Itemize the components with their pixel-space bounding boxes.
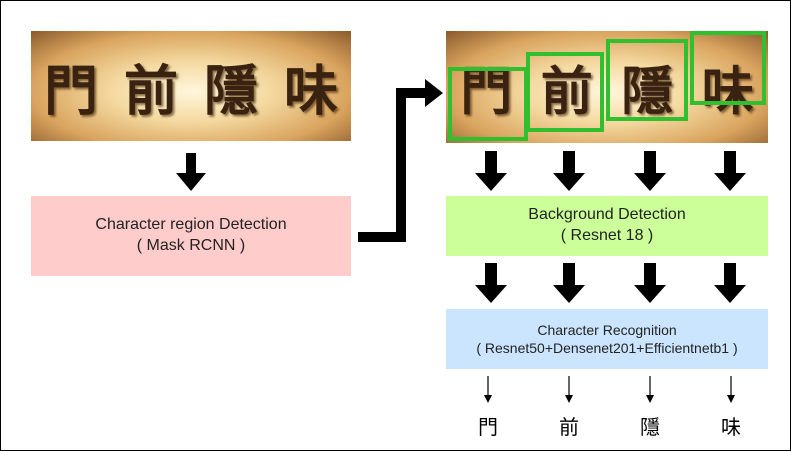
arrow-row-1 bbox=[475, 151, 746, 191]
detection-box-2 bbox=[526, 52, 604, 132]
arrow-row-2 bbox=[475, 263, 746, 303]
arrow-down-1a bbox=[475, 151, 507, 191]
character-recognition-title: Character Recognition bbox=[537, 321, 677, 338]
output-char-3: 隱 bbox=[640, 415, 660, 439]
arrow-down-1d bbox=[714, 151, 746, 191]
region-detection-box: Character region Detection ( Mask RCNN ) bbox=[31, 196, 351, 276]
arrow-down-2c bbox=[634, 263, 666, 303]
detected-photo-char-2: 前 bbox=[540, 62, 593, 123]
arrow-down-1c bbox=[634, 151, 666, 191]
arrow-connector-head bbox=[425, 79, 443, 107]
detected-photo: 門 前 隱 味 bbox=[446, 31, 768, 143]
detection-box-4 bbox=[690, 31, 766, 105]
background-detection-box: Background Detection ( Resnet 18 ) bbox=[446, 196, 768, 256]
detection-box-3 bbox=[606, 39, 688, 121]
detected-photo-char-3: 隱 bbox=[621, 62, 674, 123]
character-recognition-box: Character Recognition ( Resnet50+Densene… bbox=[446, 309, 768, 369]
background-detection-title: Background Detection bbox=[528, 206, 686, 224]
input-photo: 門 前 隱 味 bbox=[31, 31, 351, 141]
arrow-down-photo-to-region bbox=[176, 153, 206, 191]
region-detection-model: ( Mask RCNN ) bbox=[136, 237, 246, 254]
output-char-2: 前 bbox=[559, 415, 579, 439]
background-detection-model: ( Resnet 18 ) bbox=[560, 227, 654, 244]
detected-photo-char-1: 門 bbox=[460, 62, 513, 123]
arrow-row-3 bbox=[484, 376, 735, 403]
arrow-down-2b bbox=[553, 263, 585, 303]
photo-char-4: 味 bbox=[284, 59, 338, 123]
photo-char-2: 前 bbox=[124, 59, 178, 123]
arrow-connector-line bbox=[358, 88, 429, 242]
arrow-down-2d bbox=[714, 263, 746, 303]
region-detection-title: Character region Detection bbox=[95, 216, 287, 234]
arrow-down-2a bbox=[475, 263, 507, 303]
photo-char-1: 門 bbox=[44, 59, 98, 123]
detected-photo-char-4: 味 bbox=[701, 62, 754, 123]
output-char-4: 味 bbox=[721, 415, 741, 439]
output-char-1: 門 bbox=[478, 415, 498, 439]
arrow-down-1b bbox=[553, 151, 585, 191]
photo-char-3: 隱 bbox=[204, 59, 258, 123]
character-recognition-model: ( Resnet50+Densenet201+Efficientnetb1 ) bbox=[476, 340, 738, 356]
